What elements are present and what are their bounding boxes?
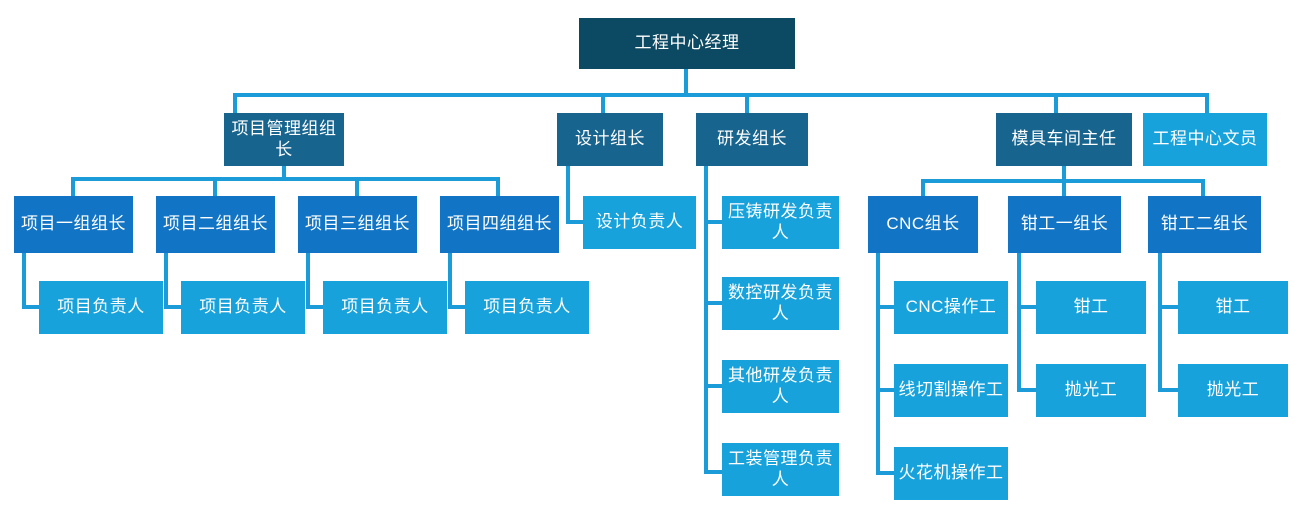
connector-pg2-stub xyxy=(164,305,185,309)
org-node-root[interactable]: 工程中心经理 xyxy=(579,18,795,69)
org-node-clerk[interactable]: 工程中心文员 xyxy=(1143,113,1267,166)
org-node-edm_op[interactable]: 火花机操作工 xyxy=(894,447,1008,500)
org-node-fitter2[interactable]: 钳工 xyxy=(1178,281,1288,334)
org-node-po3[interactable]: 项目负责人 xyxy=(323,281,447,334)
org-node-polish1[interactable]: 抛光工 xyxy=(1036,364,1146,417)
connector-pg4-stub xyxy=(448,305,469,309)
connector-pg2-spine xyxy=(164,253,168,308)
connector-rd-stub3 xyxy=(704,384,725,388)
connector-pg4-spine xyxy=(448,253,452,308)
org-node-rd2[interactable]: 数控研发负责人 xyxy=(722,277,839,330)
org-node-fitter1[interactable]: 钳工 xyxy=(1036,281,1146,334)
connector-rd-stub2 xyxy=(704,301,725,305)
org-node-polish2[interactable]: 抛光工 xyxy=(1178,364,1288,417)
connector-fit2-stub1 xyxy=(1158,305,1179,309)
connector-pg3-spine xyxy=(306,253,310,308)
connector-fit1-spine xyxy=(1017,253,1021,392)
org-node-rd4[interactable]: 工装管理负责人 xyxy=(722,443,839,496)
connector-drop-pg1 xyxy=(71,177,75,199)
org-node-pg4[interactable]: 项目四组组长 xyxy=(440,196,559,253)
connector-root-stem xyxy=(684,69,688,96)
org-node-pg1[interactable]: 项目一组组长 xyxy=(14,196,133,253)
org-node-wire_op[interactable]: 线切割操作工 xyxy=(894,364,1008,417)
connector-cnc-stub3 xyxy=(876,471,897,475)
org-node-cnc_lead[interactable]: CNC组长 xyxy=(868,196,978,253)
connector-drop-clerk xyxy=(1205,93,1209,116)
org-node-design_lead[interactable]: 设计组长 xyxy=(557,113,663,166)
org-node-rd_lead[interactable]: 研发组长 xyxy=(696,113,808,166)
org-node-po1[interactable]: 项目负责人 xyxy=(39,281,163,334)
connector-drop-fit2 xyxy=(1201,179,1205,199)
org-node-pg3[interactable]: 项目三组组长 xyxy=(298,196,417,253)
connector-drop-cnc xyxy=(921,179,925,199)
org-node-fit2_lead[interactable]: 钳工二组长 xyxy=(1148,196,1261,253)
connector-drop-pg4 xyxy=(496,177,500,199)
connector-pm-stem xyxy=(282,166,286,180)
org-node-po4[interactable]: 项目负责人 xyxy=(465,281,589,334)
connector-drop-pm xyxy=(233,93,237,116)
connector-cnc-stub1 xyxy=(876,305,897,309)
org-node-fit1_lead[interactable]: 钳工一组长 xyxy=(1008,196,1121,253)
connector-cnc-spine xyxy=(876,253,880,475)
connector-drop-mold xyxy=(1054,93,1058,116)
connector-mold-stem xyxy=(1062,166,1066,182)
connector-fit2-stub2 xyxy=(1158,388,1179,392)
connector-drop-pg3 xyxy=(355,177,359,199)
org-node-rd1[interactable]: 压铸研发负责人 xyxy=(722,196,839,249)
connector-rd-stub4 xyxy=(704,470,725,474)
connector-root-bus xyxy=(233,93,1209,97)
connector-pg3-stub xyxy=(306,305,327,309)
org-node-pm_lead[interactable]: 项目管理组组长 xyxy=(224,113,344,166)
org-node-po2[interactable]: 项目负责人 xyxy=(181,281,305,334)
connector-fit2-spine xyxy=(1158,253,1162,392)
connector-drop-pg2 xyxy=(213,177,217,199)
connector-drop-rd xyxy=(745,93,749,116)
connector-rd-spine xyxy=(704,166,708,474)
connector-rd-stub1 xyxy=(704,220,725,224)
org-node-rd3[interactable]: 其他研发负责人 xyxy=(722,360,839,413)
org-node-cnc_op[interactable]: CNC操作工 xyxy=(894,281,1008,334)
connector-design-spine xyxy=(566,166,570,224)
connector-pg1-spine xyxy=(22,253,26,308)
connector-pg1-stub xyxy=(22,305,43,309)
connector-pm-bus xyxy=(71,177,500,181)
connector-drop-design xyxy=(601,93,605,116)
org-node-pg2[interactable]: 项目二组组长 xyxy=(156,196,275,253)
connector-fit1-stub1 xyxy=(1017,305,1038,309)
connector-fit1-stub2 xyxy=(1017,388,1038,392)
org-node-mold_chief[interactable]: 模具车间主任 xyxy=(996,113,1132,166)
connector-drop-fit1 xyxy=(1062,179,1066,199)
org-node-des_owner[interactable]: 设计负责人 xyxy=(583,196,696,249)
connector-design-stub xyxy=(566,220,586,224)
connector-cnc-stub2 xyxy=(876,388,897,392)
